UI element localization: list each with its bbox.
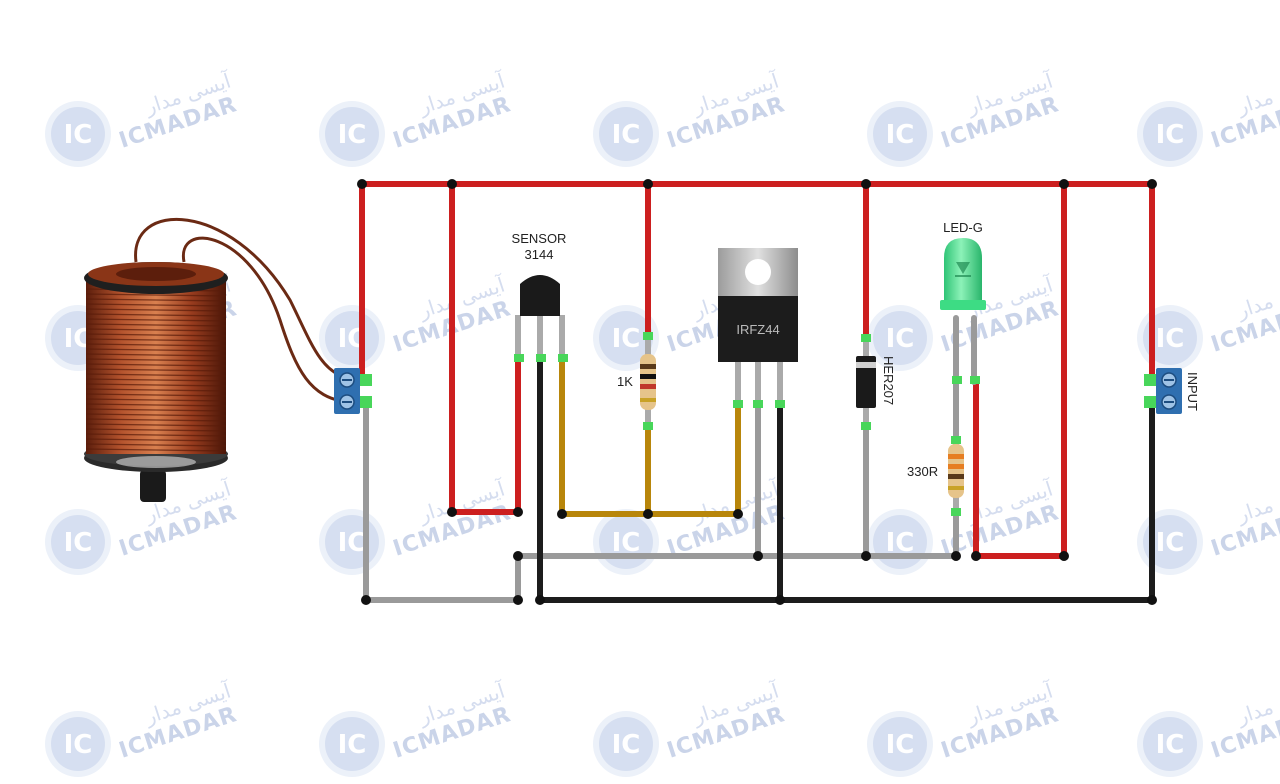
sensor-label-line2: 3144 <box>525 247 554 262</box>
gray-wire <box>363 315 977 603</box>
svg-text:IC: IC <box>1156 528 1185 558</box>
svg-text:IC: IC <box>338 528 367 558</box>
hall-sensor <box>514 275 568 362</box>
red-wire <box>359 181 1155 559</box>
coil <box>84 218 349 502</box>
resistor-1k <box>640 332 656 430</box>
input-label: INPUT <box>1185 372 1200 411</box>
resistor-330r-label: 330R <box>907 464 938 479</box>
svg-text:IC: IC <box>1156 120 1185 150</box>
svg-text:IC: IC <box>612 120 641 150</box>
diode-her207 <box>856 334 876 430</box>
led-label: LED-G <box>943 220 983 235</box>
wires <box>357 179 1157 605</box>
svg-text:IC: IC <box>886 120 915 150</box>
terminal-block-left <box>334 368 372 414</box>
led-green <box>940 238 986 384</box>
svg-text:IC: IC <box>64 528 93 558</box>
svg-text:IC: IC <box>64 120 93 150</box>
mosfet-irfz44: IRFZ44 <box>718 248 798 408</box>
svg-text:IC: IC <box>886 324 915 354</box>
sensor-label-line1: SENSOR <box>512 231 567 246</box>
svg-text:IC: IC <box>338 120 367 150</box>
mosfet-label: IRFZ44 <box>736 322 779 337</box>
junction-dots <box>357 179 1157 605</box>
svg-text:IC: IC <box>612 730 641 760</box>
svg-text:IC: IC <box>64 730 93 760</box>
diode-label: HER207 <box>881 356 896 405</box>
resistor-1k-label: 1K <box>617 374 633 389</box>
svg-text:IC: IC <box>612 324 641 354</box>
svg-text:IC: IC <box>1156 324 1185 354</box>
svg-text:IC: IC <box>338 730 367 760</box>
svg-text:IC: IC <box>1156 730 1185 760</box>
resistor-330r <box>948 436 964 516</box>
black-wire <box>537 355 1155 603</box>
terminal-block-input <box>1144 368 1182 414</box>
svg-text:IC: IC <box>886 730 915 760</box>
